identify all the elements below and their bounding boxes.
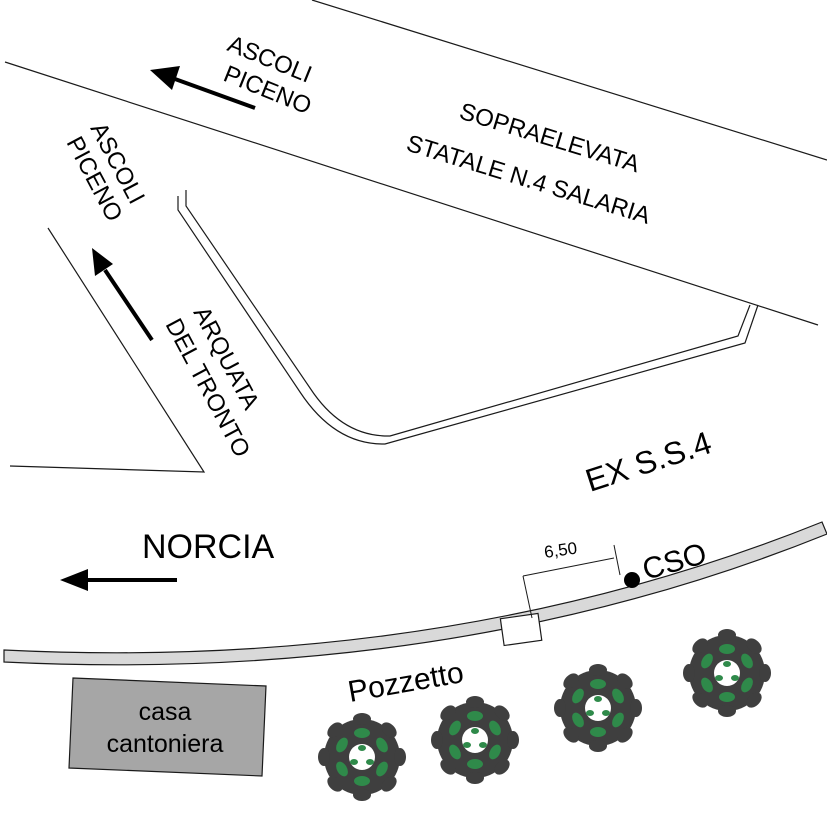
tree-icon [683, 629, 771, 717]
tree-icon [431, 696, 519, 784]
casa-cantoniera-shape [68, 677, 267, 777]
arquata-road [9, 227, 206, 473]
arrow-ascoli-top-icon [150, 66, 256, 110]
casa-cantoniera-building: casa cantoniera [68, 677, 267, 777]
cso-marker-icon[interactable] [624, 572, 640, 588]
pozzetto-label: Pozzetto [345, 656, 466, 709]
arquata-road-edge [9, 227, 206, 473]
ex-ss4-road-strip [3, 521, 827, 666]
sopraelevata-edge-top [311, 0, 827, 161]
dimension-tick-left [522, 575, 533, 619]
distance-label: 6,50 [543, 539, 578, 562]
ramp-edge-outer [177, 196, 759, 445]
norcia-label: NORCIA [142, 528, 275, 566]
casa-label-line1: casa [139, 698, 192, 726]
tree-icon [554, 664, 642, 752]
pozzetto-box [499, 612, 543, 647]
dimension-line [522, 557, 615, 577]
ex-ss4-label: EX S.S.4 [581, 424, 716, 498]
casa-label-line2: cantoniera [107, 730, 224, 758]
ramp-road [177, 190, 759, 445]
sopraelevata-edge-bottom [4, 61, 819, 326]
ramp-edge-inner [185, 190, 751, 437]
sopraelevata-road [4, 0, 827, 326]
dimension-tick-right [613, 544, 621, 576]
arrow-norcia-icon [60, 569, 177, 591]
tree-icon [318, 713, 406, 801]
distance-dimension [522, 544, 621, 619]
arrow-ascoli-left-icon [92, 248, 154, 342]
